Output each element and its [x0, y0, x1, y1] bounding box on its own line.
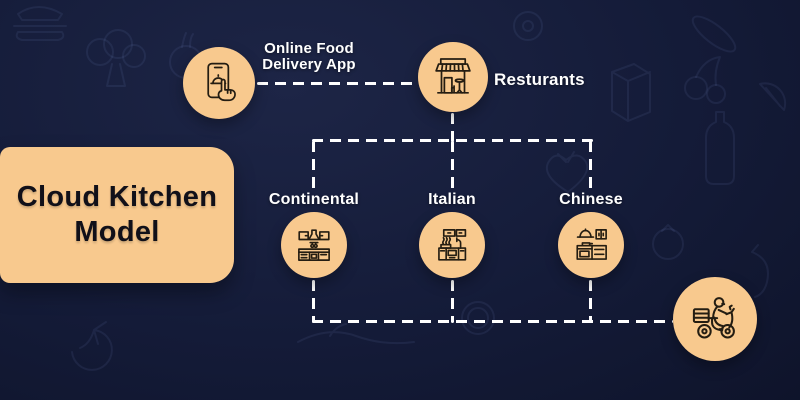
connector-restaurant-branch	[451, 113, 454, 142]
doodle-burger	[13, 6, 67, 41]
label-app-line-1: Online Food	[264, 40, 354, 57]
doodle-shrimp	[71, 321, 113, 371]
title-line-2: Model	[74, 216, 160, 248]
node-online-food-delivery-app	[183, 47, 255, 119]
label-restaurants: Resturants	[494, 70, 585, 89]
storefront-icon	[435, 58, 471, 94]
node-delivery-rider	[673, 277, 757, 361]
node-restaurants	[418, 42, 488, 112]
doodle-broccoli	[86, 29, 146, 87]
doodle-bottle	[705, 111, 735, 185]
connector-branch-continental	[312, 141, 315, 189]
connector-italian-delivery	[451, 280, 454, 323]
doodle-chili	[751, 244, 769, 298]
doodle-donut	[513, 11, 543, 41]
connector-chinese-delivery	[589, 280, 592, 323]
label-continental: Continental	[268, 191, 360, 208]
diagram-title: Cloud Kitchen Model	[17, 180, 217, 250]
doodle-strawberry	[546, 151, 589, 193]
node-chinese-kitchen	[558, 212, 624, 278]
italian-kitchen-icon	[438, 229, 467, 261]
title-panel: Cloud Kitchen Model	[0, 147, 234, 283]
label-app-line-2: Delivery App	[262, 56, 356, 73]
node-continental-kitchen	[281, 212, 347, 278]
connector-delivery-horizontal	[312, 320, 673, 323]
label-chinese: Chinese	[559, 191, 623, 208]
connector-continental-delivery	[312, 280, 315, 323]
phone-food-order-icon	[207, 62, 236, 102]
connector-branch-horizontal	[312, 139, 593, 142]
chinese-kitchen-icon	[576, 228, 607, 260]
doodle-milk-carton	[611, 63, 651, 122]
connector-branch-italian	[451, 141, 454, 189]
doodle-citrus-wedge	[759, 82, 787, 111]
node-italian-kitchen	[419, 212, 485, 278]
label-online-food-delivery-app: Online Food Delivery App	[245, 41, 373, 73]
doodle-zucchini	[691, 15, 737, 53]
doodle-herb	[297, 323, 415, 345]
doodle-cherries	[684, 56, 726, 104]
delivery-scooter-icon	[692, 297, 735, 339]
continental-kitchen-icon	[298, 229, 330, 261]
title-line-1: Cloud Kitchen	[16, 181, 218, 213]
connector-branch-chinese	[589, 141, 592, 189]
label-italian: Italian	[428, 191, 476, 208]
connector-app-restaurant	[257, 82, 418, 85]
doodle-lemon	[461, 301, 495, 335]
doodle-tomato	[652, 224, 684, 260]
